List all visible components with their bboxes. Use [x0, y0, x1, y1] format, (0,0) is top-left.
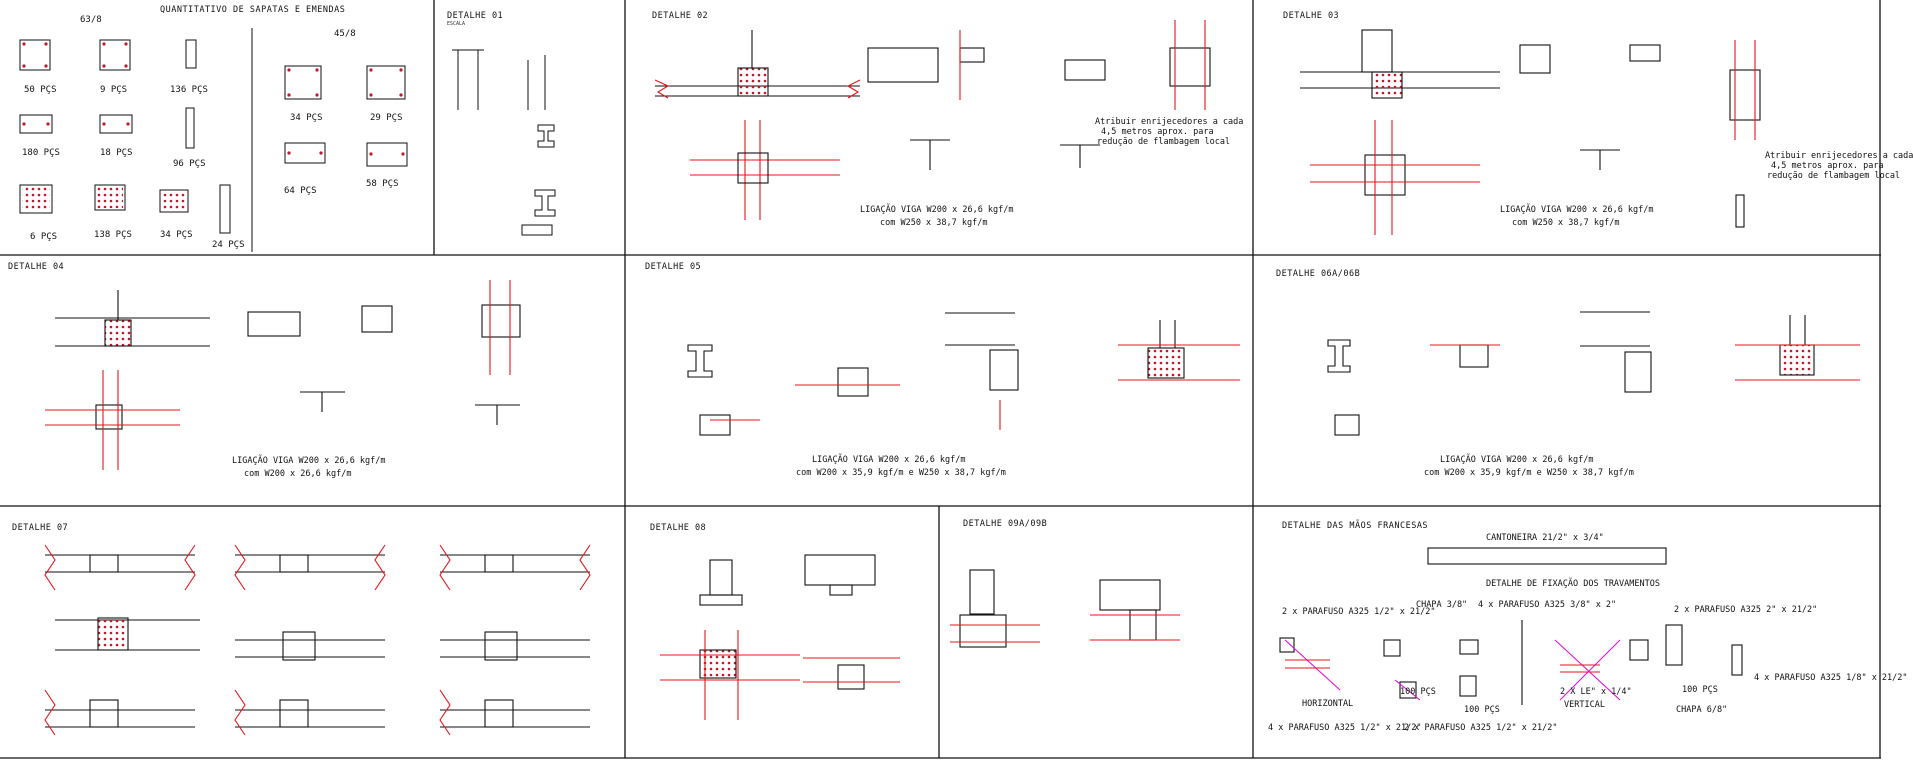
detail-04-title: DETALHE 04: [8, 262, 65, 272]
detail-02-note: 4,5 metros aprox. para: [1101, 127, 1214, 137]
detail-07-title: DETALHE 07: [12, 523, 69, 533]
qty-label: 100 PÇS: [1464, 705, 1500, 715]
chapa-68-label: CHAPA 6/8": [1676, 705, 1728, 715]
detail-02-note: redução de flambagem local: [1097, 137, 1231, 147]
quant-title: QUANTITATIVO DE SAPATAS E EMENDAS: [160, 5, 346, 15]
detail-05-title: DETALHE 05: [645, 262, 702, 272]
le-label: 2 X LE" x 1/4": [1560, 687, 1632, 697]
qty-label: 24 PÇS: [212, 240, 245, 250]
qty-label: 96 PÇS: [173, 159, 206, 169]
chapa-38-label: CHAPA 3/8": [1416, 600, 1468, 610]
detail-04-caption: LIGAÇÃO VIGA W200 x 26,6 kgf/m: [232, 456, 386, 466]
detail-06-caption: LIGAÇÃO VIGA W200 x 26,6 kgf/m: [1440, 455, 1594, 465]
parafuso-label: 2 x PARAFUSO A325 2" x 21/2": [1674, 605, 1818, 615]
parafuso-label: 4 x PARAFUSO A325 1/8" x 21/2": [1754, 673, 1908, 683]
horizontal-label: HORIZONTAL: [1302, 699, 1354, 709]
detail-02-title: DETALHE 02: [652, 11, 709, 21]
qty-label: 64 PÇS: [284, 186, 317, 196]
qty-label: 34 PÇS: [290, 113, 323, 123]
detail-02-caption: com W250 x 38,7 kgf/m: [880, 218, 988, 228]
detail-01-title: DETALHE 01: [447, 11, 504, 21]
connection-sketches: [44, 20, 1860, 736]
detail-03-caption: com W250 x 38,7 kgf/m: [1512, 218, 1620, 228]
detail-03-note: redução de flambagem local: [1767, 171, 1901, 181]
qty-label: 29 PÇS: [370, 113, 403, 123]
qty-label: 34 PÇS: [160, 230, 193, 240]
quant-col2-label: 45/8: [334, 29, 356, 39]
detail-06-caption: com W200 x 35,9 kgf/m e W250 x 38,7 kgf/…: [1424, 468, 1634, 478]
detail-04-caption: com W200 x 26,6 kgf/m: [244, 469, 352, 479]
maos-francesas-title: DETALHE DAS MÃOS FRANCESAS: [1282, 521, 1429, 531]
quant-col1-label: 63/8: [80, 15, 102, 25]
parafuso-label: 2 x PARAFUSO A325 1/2" x 21/2": [1404, 723, 1558, 733]
fixacao-subtitle: DETALHE DE FIXAÇÃO DOS TRAVAMENTOS: [1486, 579, 1660, 589]
qty-label: 9 PÇS: [100, 85, 128, 95]
detail-02-caption: LIGAÇÃO VIGA W200 x 26,6 kgf/m: [860, 205, 1014, 215]
qty-label: 58 PÇS: [366, 179, 399, 189]
parafuso-label: 2 x PARAFUSO A325 1/2" x 21/2": [1282, 607, 1436, 617]
detail-06-title: DETALHE 06A/06B: [1276, 269, 1361, 279]
base-plate-bolts: [22, 42, 405, 156]
detail-02-note: Atribuir enrijecedores a cada: [1095, 117, 1244, 127]
qty-label: 50 PÇS: [24, 85, 57, 95]
detail-03-note: 4,5 metros aprox. para: [1771, 161, 1884, 171]
detail-09-title: DETALHE 09A/09B: [963, 519, 1048, 529]
detail-03-note: Atribuir enrijecedores a cada: [1765, 151, 1913, 161]
detail-03-title: DETALHE 03: [1283, 11, 1340, 21]
panel-borders: [0, 0, 1881, 759]
detail-08-title: DETALHE 08: [650, 523, 707, 533]
detail-05-caption: LIGAÇÃO VIGA W200 x 26,6 kgf/m: [812, 455, 966, 465]
base-plates: [19, 39, 408, 234]
cantoneira-label: CANTONEIRA 21/2" x 3/4": [1486, 533, 1604, 543]
detail-03-caption: LIGAÇÃO VIGA W200 x 26,6 kgf/m: [1500, 205, 1654, 215]
qty-label: 180 PÇS: [22, 148, 60, 158]
qty-label: 18 PÇS: [100, 148, 133, 158]
detail-01-sub: ESCALA: [447, 21, 466, 27]
qty-label: 6 PÇS: [30, 232, 58, 242]
qty-label: 100 PÇS: [1400, 687, 1436, 697]
detail-05-caption: com W200 x 35,9 kgf/m e W250 x 38,7 kgf/…: [796, 468, 1006, 478]
parafuso-label: 4 x PARAFUSO A325 1/2" x 21/2": [1268, 723, 1422, 733]
qty-label: 138 PÇS: [94, 230, 132, 240]
qty-label: 100 PÇS: [1682, 685, 1718, 695]
detail-01-sketch: [452, 49, 556, 236]
parafuso-label: 4 x PARAFUSO A325 3/8" x 2": [1478, 600, 1617, 610]
qty-label: 136 PÇS: [170, 85, 208, 95]
vertical-label: VERTICAL: [1564, 700, 1605, 710]
